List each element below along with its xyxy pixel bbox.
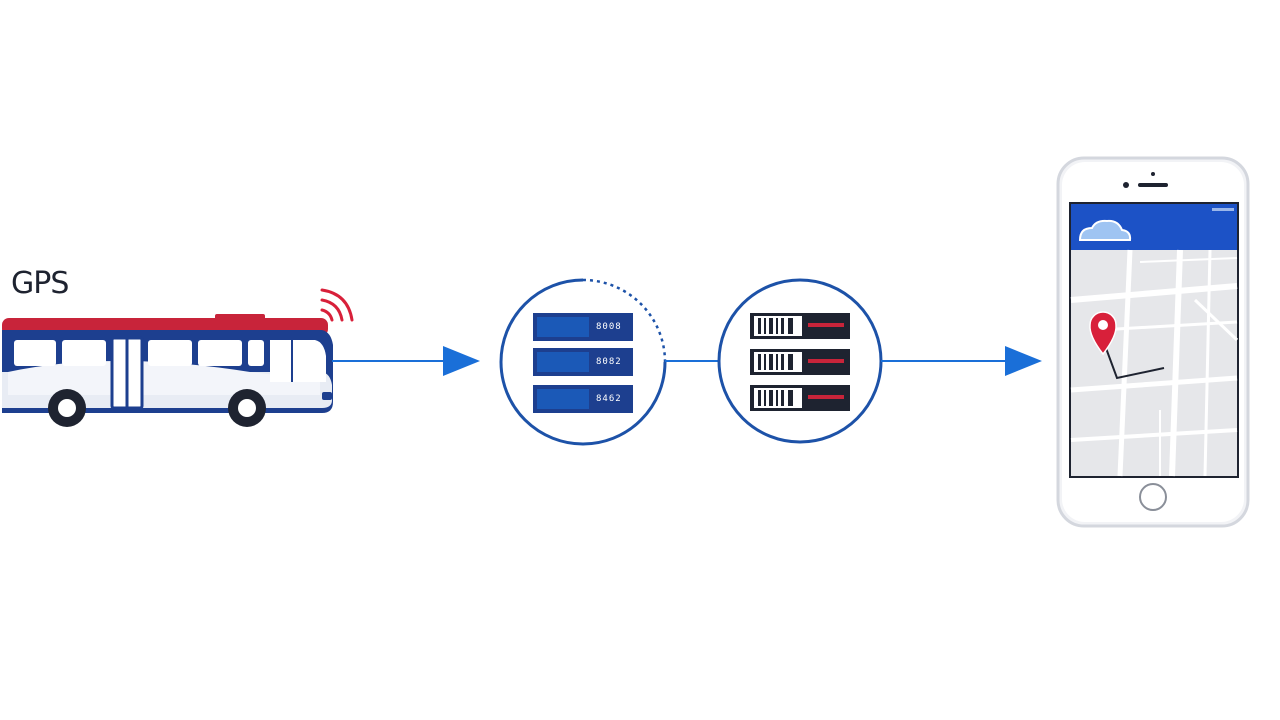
signal-icon [320,288,354,322]
database-rack-icon [750,313,850,411]
bus-icon [2,314,333,427]
gps-label: GPS [11,266,69,301]
smartphone-icon [1056,156,1250,528]
server-rack-icon [533,313,633,413]
server-label: 8462 [596,394,622,404]
map-view [1070,249,1239,477]
database-node [717,278,883,444]
arrow-right-icon [881,346,1042,376]
server-label: 8082 [596,357,622,367]
location-pin-icon [1089,311,1117,356]
cloud-icon [1078,219,1132,241]
server-label: 8008 [596,322,622,332]
server-node [499,278,667,446]
arrow-right-icon [332,346,480,376]
